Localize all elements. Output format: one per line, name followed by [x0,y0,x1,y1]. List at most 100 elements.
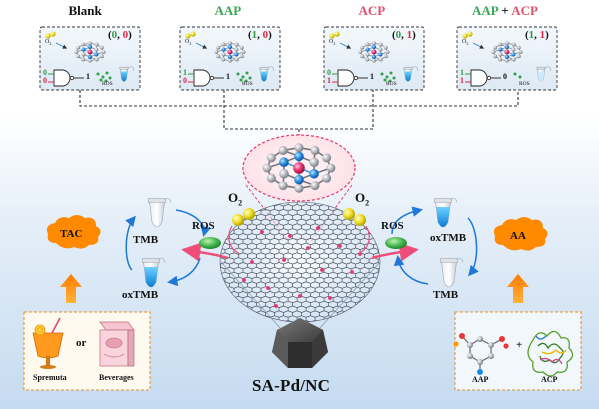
panel-tube-2 [259,66,275,82]
panel-title-part: + [498,3,512,18]
aap-label: AAP [472,375,489,384]
tube-oxtmb-left [141,257,165,288]
panel-molecule-1 [74,41,106,63]
pd-n4-structure [262,143,336,193]
panel-title-4: AAP + ACP [472,3,538,19]
panel-state-part: 1 [251,29,258,41]
panel-ros-dots-3 [380,71,396,83]
oxtmb-label-right: oxTMB [430,232,467,244]
arrow-o2-left [228,225,241,255]
aa-cloud [493,217,548,251]
panel-state-2: (1, 0) [248,29,272,41]
panel-input-a-3: 0 [327,68,331,77]
panel-state-part: ( [248,29,252,41]
panel-ros-dots-2 [236,71,252,83]
beverage-carton-icon [99,321,135,367]
beverages-label: Beverages [99,373,134,382]
catalyst-title: SA-Pd/NC [252,376,331,395]
logic-panel-2 [179,26,281,91]
left-tmb-cycle [125,209,211,287]
tube-oxtmb-right [433,197,457,228]
panel-state-1: (0, 0) [108,29,132,41]
o2-left-letter: O [228,190,239,205]
panel-o2-letter: O [45,39,50,45]
ros-label-left: ROS [192,220,215,232]
panel-o2-label-2: O2 [185,39,191,46]
orange-arrow-right [507,274,529,303]
panel-state-part: ( [108,29,112,41]
panel-title-part: Blank [68,3,102,18]
test-tubes [141,197,463,288]
panel-molecule-4 [491,41,523,63]
o2-label-left: O2 [228,190,242,208]
oxtmb-label-left: oxTMB [122,289,159,301]
panel-input-b-3: 1 [327,76,331,85]
or-label: or [76,337,87,349]
panel-input-b-1: 0 [43,76,47,85]
panel-output-1: 1 [86,72,90,81]
orange-arrow-left [60,274,82,303]
spremuta-glass-icon [32,317,64,369]
panel-state-part: ) [412,29,416,41]
logic-panel-1 [39,26,141,91]
panel-state-part: , [257,29,263,41]
logic-panel-3 [323,26,425,91]
acp-protein-icon [527,330,574,377]
tmb-label-right: TMB [433,289,459,301]
panel-output-2: 1 [226,72,230,81]
o2-molecule-left [232,208,255,226]
panel-state-part: 0 [111,29,118,41]
ros-label-right: ROS [381,220,404,232]
panel-state-part: ) [545,29,549,41]
o2-molecule-right [343,208,366,226]
panel-title-3: ACP [359,3,386,19]
panel-o2-letter: O [329,39,334,45]
ros-blob-right [385,237,407,249]
o2-right-letter: O [355,190,366,205]
arrow-to-ros-right [371,242,419,262]
panel-ros-dots-4 [513,72,522,79]
panel-ros-label-1: ROS [102,81,113,87]
panel-o2-sub: 2 [189,41,192,47]
pd-nc-particle [220,261,381,368]
ros-blob-left [199,237,221,249]
panel-state-part: 1 [406,29,413,41]
panel-state-part: ) [128,29,132,41]
panel-ros-label-2: ROS [242,81,253,87]
panel-title-1: Blank [69,3,102,19]
panel-input-a-2: 1 [183,68,187,77]
panel-o2-label-1: O2 [45,39,51,46]
panel-state-part: 0 [122,29,129,41]
tube-tmb-right [439,257,463,288]
panel-o2-label-3: O2 [329,39,335,46]
panel-output-4: 0 [503,72,507,81]
panel-state-part: ( [392,29,396,41]
panel-input-b-2: 0 [183,76,187,85]
panel-state-part: 0 [262,29,269,41]
panel-state-part: ) [268,29,272,41]
panel-tube-3 [403,66,419,82]
panel-title-part: ACP [511,3,538,18]
o2-right-sub: 2 [365,198,370,208]
panel-o2-sub: 2 [49,41,52,47]
panel-o2-letter: O [185,39,190,45]
tmb-label-left: TMB [133,234,159,246]
panel-ros-dots-1 [96,71,112,83]
arrow-o2-right [357,225,370,255]
o2-label-right: O2 [355,190,369,208]
enzyme-sample-box [454,311,582,391]
panel-state-4: (1, 1) [525,29,549,41]
panel-state-part: , [534,29,540,41]
o2-left-sub: 2 [238,198,243,208]
panel-ros-label-3: ROS [386,81,397,87]
logic-panels [39,26,558,91]
spremuta-label: Spremuta [33,373,67,382]
panel-input-a-4: 1 [460,68,464,77]
panel-state-3: (0, 1) [392,29,416,41]
right-tmb-cycle [391,206,479,285]
aap-molecule-icon [453,333,509,375]
panel-title-part: ACP [358,3,386,18]
panel-input-b-4: 1 [460,76,464,85]
